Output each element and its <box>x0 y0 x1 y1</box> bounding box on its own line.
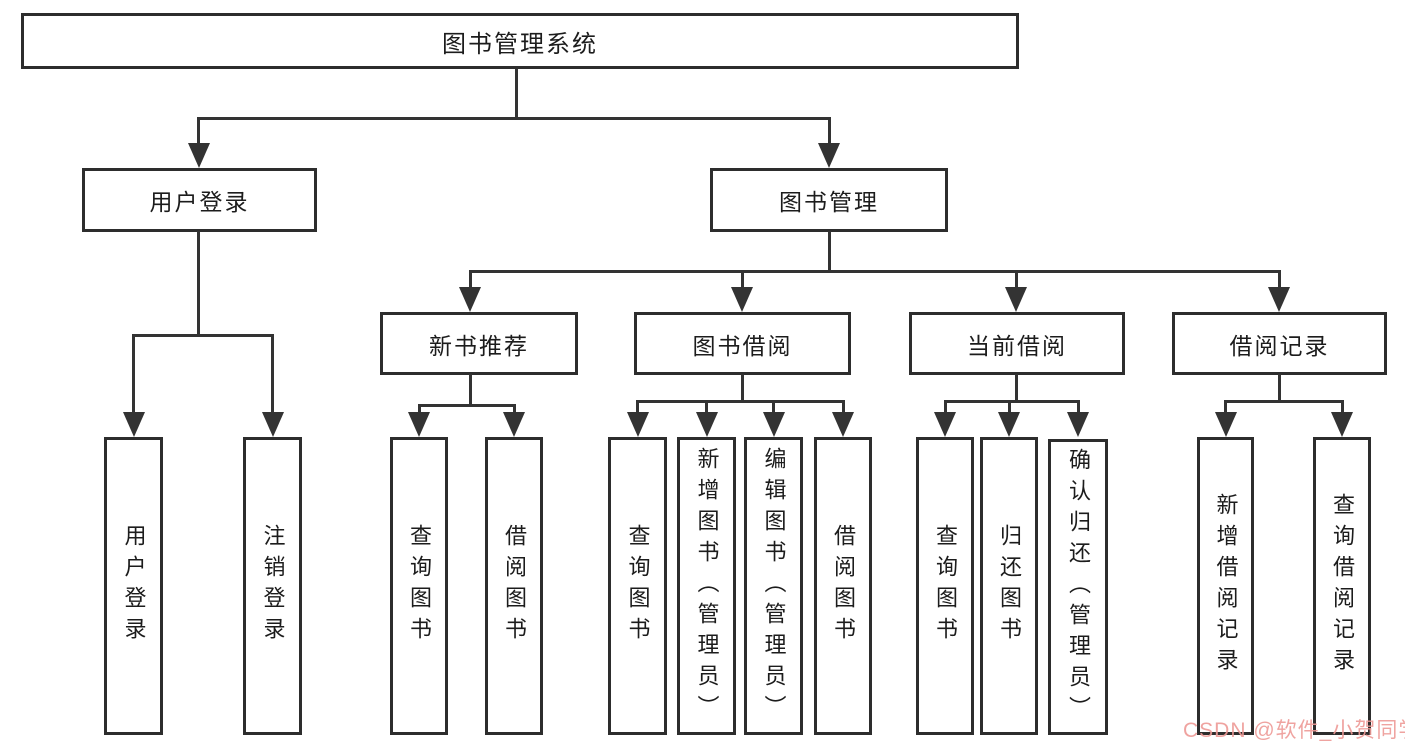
connector-stem-root <box>515 69 518 118</box>
connector-stem-borrowing-records <box>1278 374 1281 401</box>
arrowhead-down-icon <box>1005 287 1027 312</box>
connector-drop <box>1341 400 1344 414</box>
connector-drop <box>705 400 708 414</box>
connector-stem-current-borrowing <box>1015 374 1018 401</box>
arrowhead-down-icon <box>503 412 525 437</box>
leaf-current-query-books: 查询图书 <box>916 437 974 735</box>
leaf-edit-books-admin: 编辑图书（管理员） <box>744 437 803 735</box>
leaf-user-login: 用户登录 <box>104 437 163 735</box>
leaf-borrow-query-books: 查询图书 <box>608 437 667 735</box>
connector-hline-level3 <box>469 270 1281 273</box>
leaf-confirm-return-admin: 确认归还（管理员） <box>1048 439 1108 735</box>
connector-drop <box>1278 270 1281 289</box>
node-book-management: 图书管理 <box>710 168 948 232</box>
node-current-borrowing: 当前借阅 <box>909 312 1125 375</box>
connector-hline-level2 <box>197 117 831 120</box>
arrowhead-down-icon <box>262 412 284 437</box>
arrowhead-down-icon <box>408 412 430 437</box>
arrowhead-down-icon <box>934 412 956 437</box>
arrowhead-down-icon <box>1067 412 1089 437</box>
connector-drop <box>944 400 947 414</box>
connector-stem-new-book-recommend <box>469 374 472 405</box>
connector-drop <box>1015 270 1018 289</box>
arrowhead-down-icon <box>123 412 145 437</box>
connector-drop <box>513 404 516 414</box>
connector-hline-book-borrowing <box>636 400 845 403</box>
arrowhead-down-icon <box>188 143 210 168</box>
node-book-borrowing: 图书借阅 <box>634 312 851 375</box>
arrowhead-down-icon <box>1268 287 1290 312</box>
node-new-book-recommend: 新书推荐 <box>380 312 578 375</box>
connector-drop <box>828 117 831 145</box>
connector-hline-new-book-recommend <box>418 404 516 407</box>
leaf-add-borrow-record: 新增借阅记录 <box>1197 437 1254 735</box>
connector-drop <box>636 400 639 414</box>
arrowhead-down-icon <box>998 412 1020 437</box>
connector-hline-user-login <box>132 334 274 337</box>
connector-drop <box>271 334 274 414</box>
arrowhead-down-icon <box>763 412 785 437</box>
arrowhead-down-icon <box>731 287 753 312</box>
arrowhead-down-icon <box>1331 412 1353 437</box>
connector-drop <box>842 400 845 414</box>
leaf-logout: 注销登录 <box>243 437 302 735</box>
arrowhead-down-icon <box>696 412 718 437</box>
connector-drop <box>469 270 472 289</box>
node-root: 图书管理系统 <box>21 13 1019 69</box>
connector-hline-borrowing-records <box>1224 400 1344 403</box>
connector-drop <box>132 334 135 414</box>
arrowhead-down-icon <box>459 287 481 312</box>
leaf-add-books-admin: 新增图书（管理员） <box>677 437 736 735</box>
connector-drop <box>1077 400 1080 414</box>
connector-drop <box>772 400 775 414</box>
connector-stem-user-login <box>197 231 200 335</box>
connector-drop <box>741 270 744 289</box>
node-user-login: 用户登录 <box>82 168 317 232</box>
csdn-watermark: CSDN @软件_小贺同学 <box>1183 719 1405 742</box>
connector-drop <box>418 404 421 414</box>
arrowhead-down-icon <box>818 143 840 168</box>
leaf-borrow-borrow-books: 借阅图书 <box>814 437 872 735</box>
leaf-query-borrow-record: 查询借阅记录 <box>1313 437 1371 735</box>
leaf-return-books: 归还图书 <box>980 437 1038 735</box>
arrowhead-down-icon <box>1215 412 1237 437</box>
leaf-newrec-borrow-books: 借阅图书 <box>485 437 543 735</box>
connector-stem-book-management <box>828 231 831 272</box>
connector-hline-current-borrowing <box>944 400 1080 403</box>
node-borrowing-records: 借阅记录 <box>1172 312 1387 375</box>
arrowhead-down-icon <box>832 412 854 437</box>
connector-drop <box>1224 400 1227 414</box>
leaf-newrec-query-books: 查询图书 <box>390 437 448 735</box>
connector-stem-book-borrowing <box>741 374 744 401</box>
connector-drop <box>197 117 200 145</box>
connector-drop <box>1008 400 1011 414</box>
arrowhead-down-icon <box>627 412 649 437</box>
